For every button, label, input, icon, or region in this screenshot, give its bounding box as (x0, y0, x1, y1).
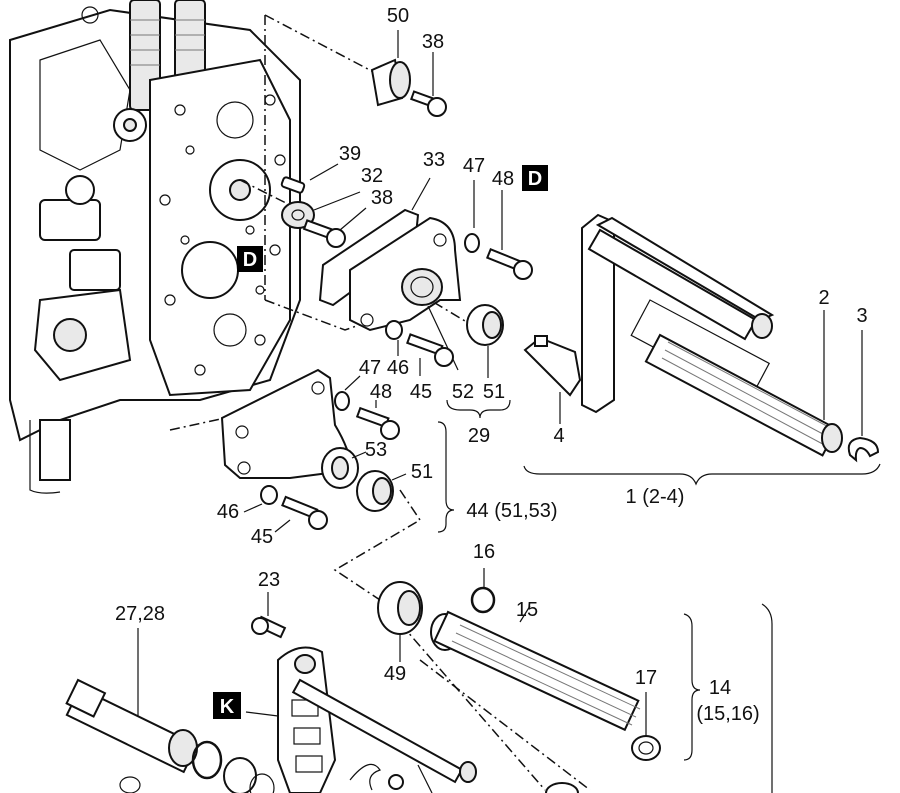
part-50-coupling (370, 30, 411, 107)
part-49-bushing (377, 581, 423, 662)
part-53-bracket (220, 368, 367, 489)
callout-52: 52 (452, 381, 474, 403)
callout-50: 50 (387, 5, 409, 27)
callout-23: 23 (258, 569, 280, 591)
part-38-bolt-top (410, 52, 447, 117)
part-51-bushing-upper (466, 304, 504, 378)
callout-15: 15 (516, 599, 538, 621)
part-48-bolt-mid (355, 400, 400, 440)
callout-33: 33 (423, 149, 445, 171)
callout-46: 46 (387, 357, 409, 379)
marker-k: K (213, 692, 241, 719)
callout-29: 29 (468, 425, 490, 447)
part-45-bolt-low (274, 495, 328, 533)
part-51-bushing-lower (356, 470, 407, 512)
callout-38: 38 (371, 187, 393, 209)
callout-45: 45 (410, 381, 432, 403)
engine-block (9, 0, 301, 494)
part-39-pin (280, 163, 339, 194)
callout-51: 51 (483, 381, 505, 403)
part-15-shaft (430, 605, 641, 732)
callout-47: 47 (359, 357, 381, 379)
part-46-washer-low (243, 485, 278, 513)
callout-39: 39 (339, 143, 361, 165)
callout-44: 44 (51,53) (466, 500, 557, 522)
callout-17: 17 (635, 667, 657, 689)
bracket-1 (523, 463, 881, 486)
callout-45: 45 (251, 526, 273, 548)
callout-47: 47 (463, 155, 485, 177)
bracket-29 (446, 399, 511, 419)
callout-48: 48 (492, 168, 514, 190)
callout-16: 16 (473, 541, 495, 563)
part-38-bolt-mid (302, 207, 367, 248)
bracket-44 (437, 421, 455, 533)
lower-right-ring (545, 782, 579, 793)
callout-14: 14 (709, 677, 731, 699)
part-1-frame (581, 213, 775, 414)
part-47-washer-top (464, 180, 480, 253)
callout-1-2-4: 1 (2-4) (626, 486, 685, 508)
callout-38: 38 (422, 31, 444, 53)
callout-4: 4 (553, 425, 564, 447)
svg-text:K: K (220, 696, 235, 718)
callout-32: 32 (361, 165, 383, 187)
small-knob (388, 774, 404, 790)
callout-27-28: 27,28 (115, 603, 165, 625)
part-46-washer-mid (385, 320, 403, 356)
callout-48: 48 (370, 381, 392, 403)
callout-53: 53 (365, 439, 387, 461)
bracket-14 (683, 613, 701, 761)
callout-51: 51 (411, 461, 433, 483)
alignment-lines (169, 14, 591, 791)
svg-text:D: D (528, 168, 542, 190)
bracket-outer (761, 603, 773, 793)
callout-15-16: (15,16) (696, 703, 759, 725)
callout-46: 46 (217, 501, 239, 523)
part-48-bolt-top (485, 190, 533, 280)
marker-d-top: D (522, 165, 548, 191)
part-45-bolt-mid (406, 333, 454, 376)
pin-line (417, 764, 433, 793)
part-47-washer-mid (334, 375, 361, 411)
callout-labels: 50 38 39 32 33 38 47 48 2 3 47 46 48 45 … (115, 5, 868, 725)
part-2-splined-shaft (644, 310, 843, 457)
part-33-housing (318, 177, 462, 332)
callout-49: 49 (384, 663, 406, 685)
callout-3: 3 (856, 305, 867, 327)
part-23-bolt (251, 592, 287, 639)
part-16-o-ring (470, 568, 496, 614)
part-27-28-pto-shaft (65, 628, 275, 793)
part-17-snap-ring (631, 692, 661, 761)
part-4-lever (523, 335, 582, 424)
svg-text:D: D (243, 249, 257, 271)
callout-2: 2 (818, 287, 829, 309)
marker-d-left: D (237, 246, 263, 272)
part-k-link-arm (245, 646, 477, 793)
part-3-snap-ring (847, 330, 880, 463)
spring-clip (349, 763, 381, 791)
